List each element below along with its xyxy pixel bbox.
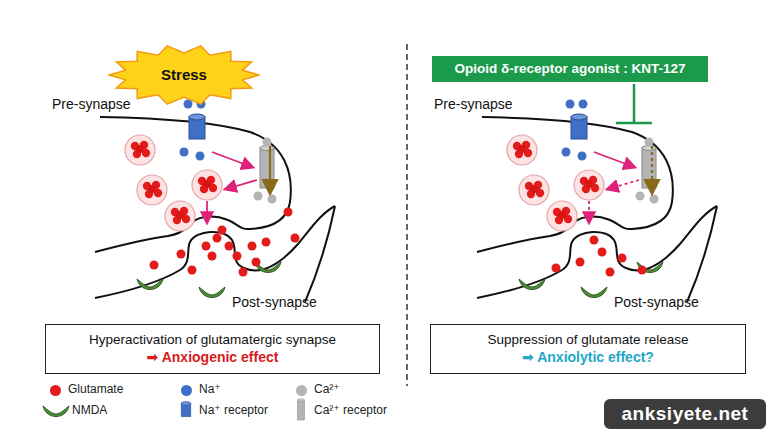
- svg-circle: [150, 261, 159, 270]
- box-text: Hyperactivation of glutamatergic synapse: [89, 332, 336, 349]
- svg-circle: [252, 258, 261, 267]
- legend-swatch: [50, 385, 61, 396]
- legend-text: Glutamate: [68, 382, 123, 396]
- svg-use: [298, 399, 305, 420]
- nmda-symbol: [43, 406, 69, 417]
- release-arrow: [588, 201, 590, 222]
- svg-circle: [225, 242, 234, 251]
- influx-arrow: [212, 152, 252, 167]
- starburst-outline: [109, 46, 259, 104]
- glutamate-dots: [150, 208, 300, 277]
- part-label: Pre-synapse: [52, 96, 131, 112]
- legend-text: Ca²⁺ receptor: [314, 403, 387, 417]
- svg-circle: [590, 236, 599, 245]
- legend-text: Na⁺ receptor: [199, 403, 268, 417]
- na-receptor-symbol: [181, 402, 191, 417]
- box-text: Suppression of glutamate release: [487, 332, 688, 349]
- svg-circle: [248, 242, 257, 251]
- left-synapse: [95, 100, 335, 303]
- svg-circle: [188, 266, 197, 275]
- svg-circle: [576, 258, 585, 267]
- glutamate-dots: [552, 236, 647, 277]
- svg-circle: [638, 266, 647, 275]
- svg-circle: [552, 264, 561, 273]
- legend-swatch: [181, 385, 192, 396]
- signal-arrow: [226, 180, 257, 189]
- agonist-box: Opioid δ-receptor agonist : KNT-127: [432, 56, 708, 82]
- svg-circle: [213, 234, 222, 243]
- panel-divider: [406, 44, 408, 386]
- calcium-arrow: [269, 146, 271, 192]
- calcium-arrow: [651, 146, 653, 192]
- outcome-box: Suppression of glutamate release➡ Anxiol…: [430, 324, 746, 374]
- legend-symbols: [43, 399, 305, 420]
- svg-circle: [618, 254, 627, 263]
- effect-text: ➡ Anxiolytic effect?: [522, 349, 654, 367]
- stress-burst: Stress: [108, 44, 260, 106]
- svg-use: [181, 402, 191, 417]
- watermark-box: anksiyete.net: [604, 399, 766, 429]
- legend-text: Na⁺: [199, 382, 221, 396]
- release-arrow: [206, 201, 208, 222]
- svg-circle: [177, 250, 186, 259]
- right-synapse: [477, 84, 717, 302]
- svg-circle: [233, 252, 242, 261]
- box-text: anksiyete.net: [622, 402, 749, 426]
- neuron-outline: [95, 100, 335, 303]
- svg-circle: [239, 268, 248, 277]
- svg-circle: [606, 268, 615, 277]
- svg-circle: [284, 208, 293, 217]
- influx-arrow: [594, 152, 634, 167]
- ca-receptor-symbol: [298, 399, 305, 420]
- svg-circle: [291, 234, 300, 243]
- svg-circle: [208, 252, 217, 261]
- effect-text: ➡ Anxiogenic effect: [147, 349, 279, 367]
- signal-arrow: [608, 180, 639, 189]
- legend-text: Ca²⁺: [314, 382, 340, 396]
- box-text: Opioid δ-receptor agonist : KNT-127: [455, 61, 686, 78]
- legend-swatch: [296, 385, 307, 396]
- inhibition-line: [616, 84, 652, 123]
- part-label: Post-synapse: [232, 294, 317, 310]
- svg-circle: [598, 248, 607, 257]
- neuron-outline: [477, 100, 717, 303]
- box-text: Stress: [161, 66, 207, 85]
- svg-circle: [218, 226, 227, 235]
- svg-circle: [262, 238, 271, 247]
- part-label: Post-synapse: [614, 294, 699, 310]
- svg-circle: [202, 242, 211, 251]
- legend-text: NMDA: [72, 403, 107, 417]
- part-label: Pre-synapse: [434, 96, 513, 112]
- outcome-box: Hyperactivation of glutamatergic synapse…: [45, 324, 380, 374]
